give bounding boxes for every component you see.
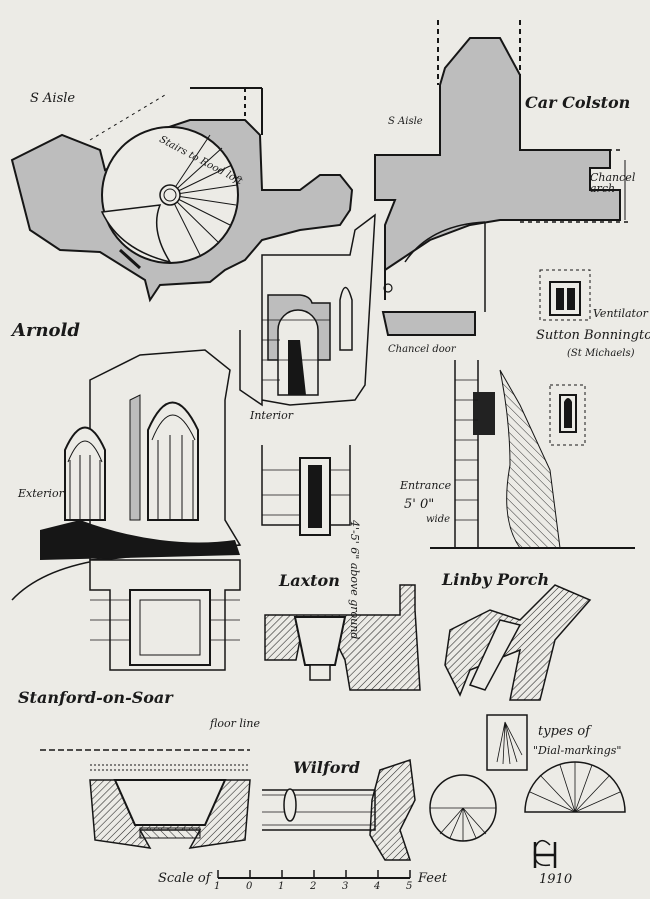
wilford-plan [262,758,416,861]
scale-tick-label: 5 [406,881,413,892]
laxton-elevation [261,445,351,536]
ventilator-elevation [539,269,591,446]
scale-tick-label: 2 [310,881,317,892]
label-st-michaels: (St Michaels) [567,348,635,359]
title-stanford-on-soar: Stanford-on-Soar [18,688,173,707]
label-exterior: Exterior [18,487,64,500]
label-s-aisle-2: S Aisle [388,116,423,127]
label-dial-markings: "Dial-markings" [533,744,622,757]
label-entrance: Entrance [400,479,452,492]
label-floor-line: floor line [210,717,260,730]
label-ventilator: Ventilator [593,307,648,320]
scale-tick-label: 4 [374,881,381,892]
title-linby-porch: Linby Porch [442,570,550,589]
scale-bar [217,870,411,879]
laxton-plan [264,584,421,691]
label-above-ground: 4'-5' 6" above ground [348,520,361,640]
label-entrance-width: 5' 0" [404,497,435,512]
title-wilford: Wilford [293,758,361,777]
stanford-on-soar-elevation [11,349,242,671]
arnold-rood-stair-plan [10,87,354,303]
label-s-aisle-1: S Aisle [30,91,76,106]
linby-porch-elevation [430,360,635,549]
artist-monogram [533,839,557,868]
title-arnold: Arnold [12,320,80,341]
label-scale-of: Scale of [158,871,211,886]
label-chancel-door: Chancel door [388,344,456,355]
title-car-colston: Car Colston [525,93,631,112]
label-year: 1910 [539,872,573,887]
arnold-interior-view [239,213,376,407]
title-laxton: Laxton [279,571,340,590]
label-feet: Feet [418,871,447,886]
car-colston-plan [374,20,630,336]
label-types-of: types of [538,724,591,739]
scale-tick-label: 0 [246,881,253,892]
label-entrance-wide: wide [426,514,451,525]
scale-tick-label: 1 [214,881,221,892]
stanford-floor-plan [40,749,251,849]
dial-markings [429,714,626,842]
label-sutton-bonnington: Sutton Bonnington [536,328,650,343]
label-chancel-arch: Chancel arch [590,171,636,195]
linby-porch-plan [444,584,592,701]
label-interior: Interior [250,409,294,422]
scale-tick-label: 1 [278,881,285,892]
scale-tick-label: 3 [342,881,349,892]
